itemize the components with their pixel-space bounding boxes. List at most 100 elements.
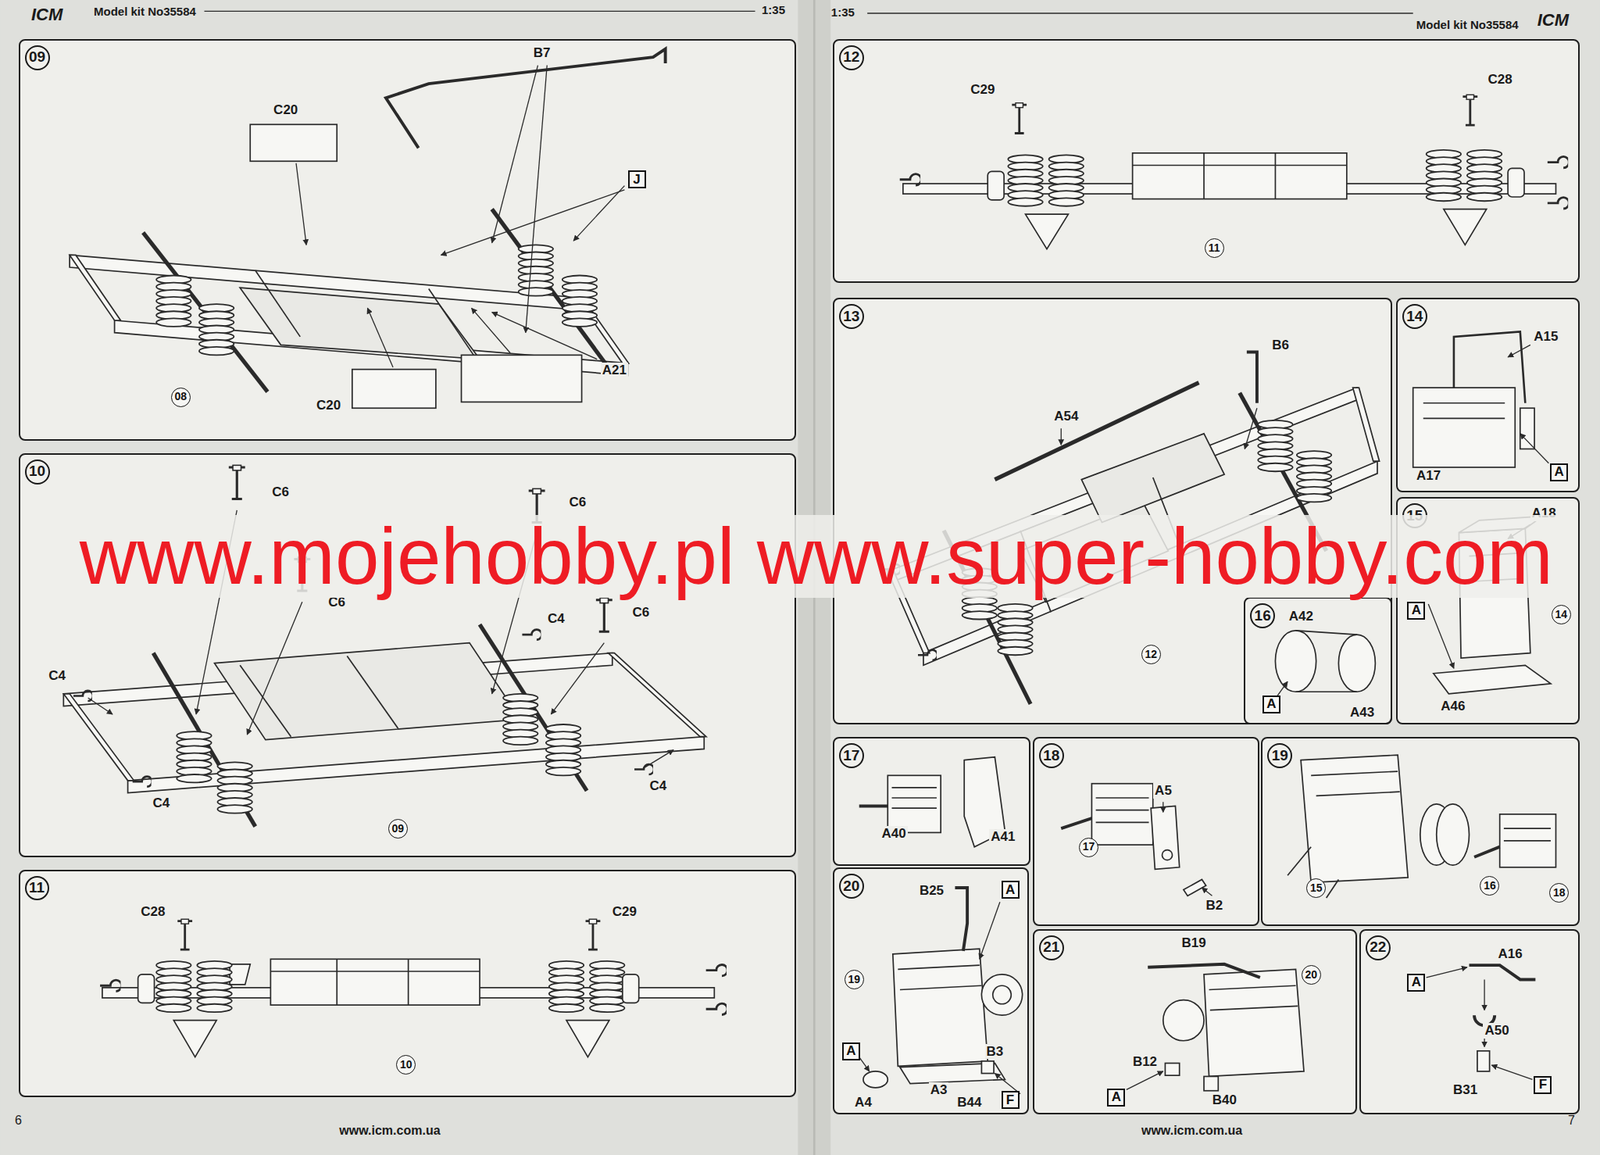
chassis-drawing <box>1296 450 1332 502</box>
subassembly-number: 18 <box>1553 886 1566 899</box>
side-view-chassis-drawing <box>1547 156 1570 168</box>
subassembly-circle: 20 <box>1301 964 1322 985</box>
step-number-circle: 19 <box>1267 742 1293 768</box>
scale-mark: 1:35 <box>761 3 786 17</box>
chassis-drawing <box>214 642 522 740</box>
engine-assembly-drawing <box>981 974 1022 1015</box>
subassembly-circle: 09 <box>388 818 408 839</box>
kit-number: Model kit No35584 <box>93 4 197 18</box>
side-view-chassis-drawing <box>1007 154 1043 206</box>
chassis-drawing <box>346 656 398 729</box>
engine-part-drawing <box>859 804 889 808</box>
side-view-chassis-drawing <box>622 974 640 1004</box>
side-view-chassis-drawing <box>1025 214 1069 249</box>
side-view-chassis-drawing <box>589 960 625 1012</box>
side-view-chassis-drawing <box>177 918 193 950</box>
panel-ground <box>18 868 797 1097</box>
chassis-drawing <box>503 693 538 745</box>
subassembly-number: 17 <box>1082 840 1096 853</box>
leader-line <box>979 901 1000 959</box>
part-number: C4 <box>46 667 68 684</box>
reference-letter: A <box>1005 882 1015 898</box>
part-number: C6 <box>270 484 291 500</box>
step-number: 17 <box>842 747 860 765</box>
brand-logo: ICM <box>31 4 63 25</box>
part-number: A5 <box>1153 782 1174 799</box>
engine-assembly-drawing <box>897 964 979 969</box>
engine-part-drawing <box>1503 839 1551 842</box>
reference-letter: A <box>1411 975 1422 990</box>
subassembly-number: 10 <box>400 1058 413 1071</box>
side-view-chassis-drawing <box>1203 153 1205 200</box>
subassembly-number: 12 <box>1144 648 1158 661</box>
reference-letter-box: F <box>1001 1090 1020 1109</box>
engine-part-drawing <box>892 786 937 789</box>
panel-ground <box>1396 297 1580 492</box>
side-view-chassis-drawing <box>549 960 584 1012</box>
step-number-circle: 16 <box>1250 603 1275 629</box>
leader-line <box>1060 407 1258 449</box>
subassembly-circle: 08 <box>171 387 191 408</box>
leader-line <box>859 1057 870 1072</box>
subassembly-circle: 17 <box>1078 837 1099 858</box>
side-view-chassis-drawing <box>1132 153 1347 200</box>
step-number: 09 <box>28 49 46 66</box>
step-panel: 19151618 <box>1260 736 1580 926</box>
engine-assembly-drawing <box>1164 1062 1179 1075</box>
subassembly-number: 20 <box>1305 968 1318 981</box>
chassis-drawing <box>994 382 1199 480</box>
engine-assembly-drawing <box>900 985 982 990</box>
side-view-chassis-drawing <box>1547 197 1570 209</box>
chassis-drawing <box>1246 351 1258 403</box>
part-number: C6 <box>567 494 588 511</box>
step-panel: 11 10 <box>18 869 797 1097</box>
chassis-drawing <box>385 49 666 149</box>
subassembly-circle: 14 <box>1551 604 1572 625</box>
side-view-chassis-drawing <box>100 918 728 1057</box>
reference-letter-box: A <box>842 1042 861 1061</box>
leader-line <box>1060 428 1062 445</box>
step-number: 18 <box>1042 747 1060 765</box>
engine-part-drawing <box>1091 783 1153 845</box>
page-number: 6 <box>14 1113 22 1128</box>
chassis-drawing <box>546 724 581 775</box>
reference-letter: F <box>1539 1077 1547 1093</box>
engine-part-drawing <box>1275 331 1551 694</box>
engine-assembly-drawing <box>1209 985 1297 990</box>
panel-ground <box>832 297 1392 725</box>
engine-part-drawing <box>1150 805 1180 869</box>
part-number: A43 <box>1348 704 1376 721</box>
chassis-drawing <box>917 650 938 661</box>
part-number: C20 <box>271 102 300 118</box>
engine-part-drawing <box>1326 878 1340 898</box>
part-number: A15 <box>1532 328 1560 345</box>
part-number: B2 <box>1203 897 1225 914</box>
panel-ground <box>18 39 1580 1115</box>
step-number: 16 <box>1254 607 1272 625</box>
reference-letter: J <box>632 172 640 188</box>
engine-part-drawing <box>1296 630 1358 635</box>
leader-line <box>1426 967 1468 978</box>
part-number: B7 <box>532 45 553 61</box>
step-panel: 09J 08 <box>18 39 797 442</box>
step-panel: 131216A <box>832 297 1393 725</box>
panel-ground <box>1243 596 1392 725</box>
brand-logo: ICM <box>1537 10 1569 30</box>
engine-assembly-drawing <box>954 887 968 951</box>
leader-line <box>1162 801 1164 812</box>
leader-line <box>1483 978 1485 1010</box>
step-number: 11 <box>28 879 45 897</box>
step-number-circle: 17 <box>839 742 865 768</box>
side-view-chassis-drawing <box>706 964 729 975</box>
chassis-drawing <box>176 731 211 783</box>
leader-line <box>296 65 625 368</box>
reference-letter: A <box>1266 696 1276 712</box>
chassis-drawing <box>250 124 337 161</box>
engine-part-drawing <box>1423 417 1505 419</box>
step-number: 19 <box>1271 747 1289 765</box>
website: www.icm.com.ua <box>339 1123 440 1138</box>
reference-letter-box: A <box>1407 601 1425 620</box>
part-number: B19 <box>1180 935 1208 951</box>
leader-line <box>492 65 539 243</box>
website: www.icm.com.ua <box>1141 1123 1243 1138</box>
